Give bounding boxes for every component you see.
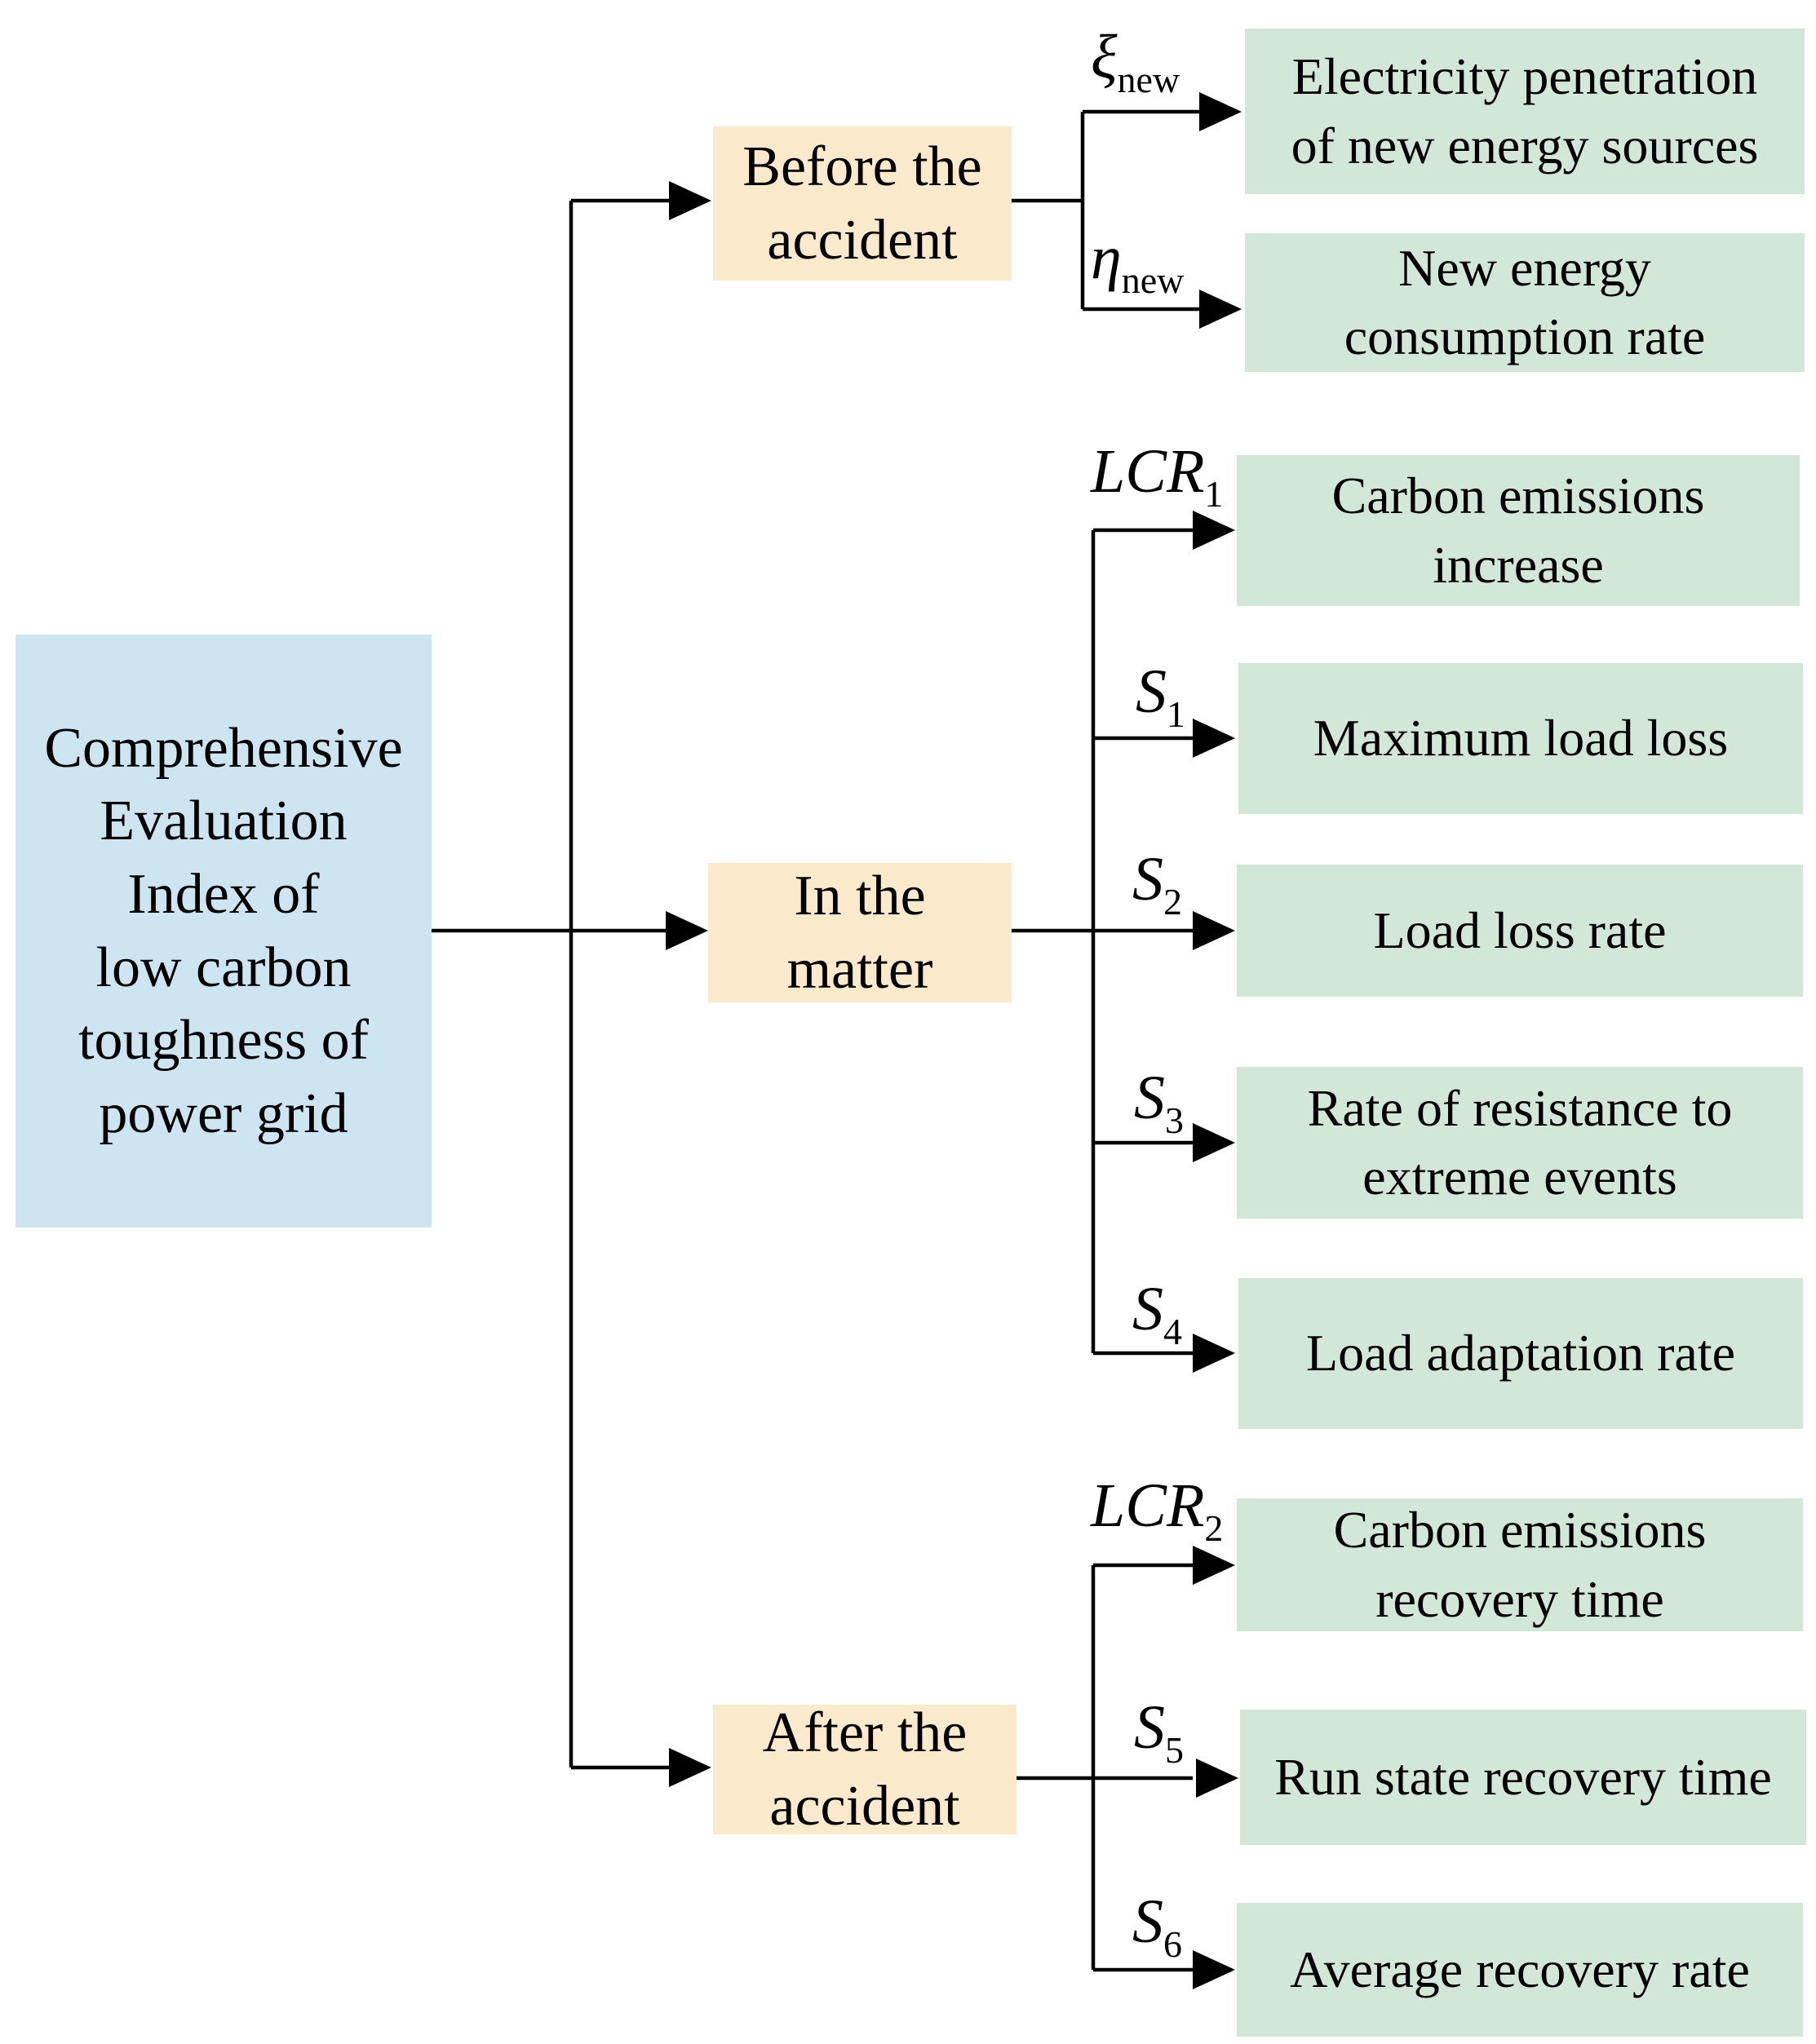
indicator-line: New energy — [1398, 238, 1651, 297]
symbol-subscript: 4 — [1163, 1311, 1182, 1352]
phase-line: matter — [786, 937, 933, 1001]
root-line: Evaluation — [100, 790, 348, 853]
symbol-subscript: 2 — [1204, 1507, 1224, 1549]
symbol-main: S — [1132, 1275, 1163, 1343]
indicator-run-state-recovery: Run state recovery time — [1240, 1710, 1806, 1845]
root-line: Index of — [127, 862, 320, 926]
symbol-s4: S4 — [1132, 1275, 1182, 1351]
phase-before-accident: Before the accident — [713, 126, 1012, 281]
indicator-line: Rate of resistance to — [1307, 1078, 1733, 1137]
symbol-subscript: 5 — [1165, 1729, 1184, 1771]
symbol-s2: S2 — [1132, 848, 1182, 921]
root-line: Comprehensive — [44, 716, 403, 780]
phase-line: In the — [794, 864, 926, 927]
symbol-main: η — [1091, 223, 1122, 292]
phase-line: Before the — [742, 135, 982, 198]
indicator-resistance-extreme-events: Rate of resistance to extreme events — [1237, 1067, 1803, 1219]
indicator-line: Carbon emissions — [1331, 467, 1705, 525]
symbol-subscript: 1 — [1167, 693, 1185, 735]
phase-line: After the — [762, 1701, 968, 1764]
phase-in-the-matter: In the matter — [708, 863, 1012, 1002]
indicator-line: Electricity penetration — [1291, 47, 1758, 106]
root-line: toughness of — [78, 1009, 369, 1073]
symbol-subscript: 3 — [1165, 1099, 1184, 1141]
symbol-main: LCR — [1091, 1471, 1205, 1540]
symbol-s6: S6 — [1132, 1891, 1182, 1963]
symbol-main: LCR — [1091, 437, 1205, 506]
symbol-s5: S5 — [1134, 1697, 1184, 1769]
symbol-main: S — [1132, 845, 1163, 914]
symbol-main: S — [1134, 1693, 1165, 1762]
symbol-main: S — [1132, 1887, 1163, 1956]
indicator-line: increase — [1433, 535, 1604, 594]
indicator-load-loss-rate: Load loss rate — [1237, 865, 1803, 997]
symbol-s3: S3 — [1134, 1064, 1184, 1139]
phase-line: accident — [769, 1774, 960, 1838]
phase-after-accident: After the accident — [713, 1701, 1017, 1838]
symbol-lcr-1: LCR1 — [1091, 440, 1223, 513]
indicator-line: consumption rate — [1344, 307, 1706, 365]
indicator-line: Load loss rate — [1373, 900, 1667, 959]
indicator-line: of new energy sources — [1291, 116, 1759, 175]
indicator-line: recovery time — [1375, 1569, 1664, 1628]
indicator-line: Average recovery rate — [1290, 1940, 1750, 1998]
symbol-main: S — [1134, 1064, 1165, 1132]
indicator-line: Carbon emissions — [1333, 1501, 1707, 1560]
symbol-xi-new: ξnew — [1091, 23, 1180, 99]
root-node: Comprehensive Evaluation Index of low ca… — [16, 635, 432, 1228]
symbol-s1: S1 — [1136, 661, 1185, 733]
indicator-line: Run state recovery time — [1274, 1747, 1772, 1806]
symbol-subscript: new — [1121, 259, 1185, 301]
indicator-maximum-load-loss: Maximum load loss — [1238, 663, 1803, 814]
indicator-line: Load adaptation rate — [1306, 1324, 1735, 1383]
symbol-subscript: 6 — [1163, 1923, 1182, 1965]
indicator-new-energy-consumption: New energy consumption rate — [1245, 233, 1805, 372]
symbol-main: S — [1136, 657, 1167, 726]
symbol-subscript: new — [1117, 59, 1180, 100]
symbol-subscript: 2 — [1163, 881, 1182, 922]
indicator-line: Maximum load loss — [1313, 709, 1729, 768]
symbol-subscript: 1 — [1204, 473, 1224, 515]
indicator-carbon-emissions-increase: Carbon emissions increase — [1237, 455, 1800, 606]
indicator-line: extreme events — [1362, 1148, 1677, 1206]
symbol-lcr-2: LCR2 — [1091, 1475, 1223, 1547]
phase-line: accident — [767, 208, 958, 272]
indicator-electricity-penetration: Electricity penetration of new energy so… — [1245, 29, 1805, 194]
symbol-main: ξ — [1091, 23, 1118, 91]
indicator-average-recovery-rate: Average recovery rate — [1237, 1903, 1803, 2037]
symbol-eta-new: ηnew — [1091, 227, 1184, 299]
root-line: power grid — [99, 1082, 348, 1145]
indicator-carbon-emissions-recovery: Carbon emissions recovery time — [1237, 1498, 1803, 1631]
root-line: low carbon — [95, 936, 352, 999]
indicator-load-adaptation-rate: Load adaptation rate — [1238, 1278, 1803, 1429]
